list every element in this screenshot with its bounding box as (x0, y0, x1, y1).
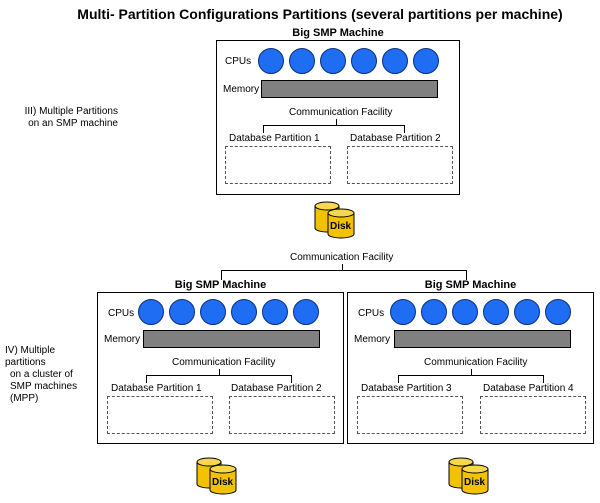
top-memory-label: Memory (223, 84, 260, 95)
section3-label: III) Multiple Partitions on an SMP machi… (14, 106, 118, 130)
cpu-icon (169, 299, 195, 325)
left-partition-2-box (229, 396, 335, 434)
right-comm-bracket (398, 375, 544, 383)
top-disk-icon (314, 201, 355, 239)
top-disk-label: Disk (330, 221, 352, 232)
section4-label-line3: SMP machines (10, 381, 78, 392)
left-memory-bar (143, 330, 320, 348)
left-machine-title: Big SMP Machine (174, 279, 267, 291)
top-memory-bar (261, 80, 438, 98)
cpu-icon (382, 48, 408, 74)
right-machine-title: Big SMP Machine (424, 279, 517, 291)
right-partition-4-box (480, 396, 586, 434)
section4-label-line4: (MPP) (10, 393, 39, 404)
right-partition-3-label: Database Partition 3 (361, 383, 452, 394)
cpu-icon (200, 299, 226, 325)
left-comm-stem (219, 369, 220, 375)
cpu-icon (390, 299, 416, 325)
diagram-title: Multi- Partition Configurations Partitio… (77, 6, 563, 22)
section3-label-line2: on an SMP machine (28, 118, 118, 129)
section3-label-line1: III) Multiple Partitions (24, 106, 118, 117)
cpu-icon (421, 299, 447, 325)
cluster-comm-stem (342, 264, 343, 270)
cpu-icon (320, 48, 346, 74)
left-disk-icon (196, 457, 237, 495)
top-machine-box: CPUs Memory Communication Facility Datab… (216, 40, 460, 195)
right-disk-icon (448, 457, 489, 495)
right-memory-bar (394, 330, 571, 348)
left-machine-box: CPUs Memory Communication Facility Datab… (97, 292, 344, 444)
cpu-icon (483, 299, 509, 325)
right-comm-stem (471, 369, 472, 375)
section4-label-line2: on a cluster of (10, 369, 73, 380)
section4-label: IV) Multiple partitions on a cluster of … (5, 345, 95, 405)
left-partition-1-label: Database Partition 1 (111, 383, 202, 394)
cluster-comm-label: Communication Facility (290, 252, 394, 263)
top-machine-title: Big SMP Machine (292, 27, 384, 39)
cpu-icon (545, 299, 571, 325)
left-partition-2-label: Database Partition 2 (231, 383, 322, 394)
left-disk-label: Disk (212, 477, 234, 488)
top-partition-2-box (347, 146, 453, 184)
top-cpus-label: CPUs (225, 56, 252, 67)
left-partition-1-box (107, 396, 213, 434)
top-partition-1-label: Database Partition 1 (229, 133, 320, 144)
cpu-icon (289, 48, 315, 74)
cpu-icon (293, 299, 319, 325)
left-cpus-label: CPUs (108, 308, 135, 319)
right-comm-label: Communication Facility (424, 357, 528, 368)
right-machine-box: CPUs Memory Communication Facility Datab… (347, 292, 594, 444)
cpu-icon (231, 299, 257, 325)
top-partition-2-label: Database Partition 2 (350, 133, 441, 144)
right-partition-3-box (357, 396, 463, 434)
top-partition-1-box (225, 146, 331, 184)
cpu-icon (138, 299, 164, 325)
top-comm-stem (336, 119, 337, 125)
cpu-icon (452, 299, 478, 325)
left-memory-label: Memory (104, 334, 141, 345)
right-partition-4-label: Database Partition 4 (483, 383, 574, 394)
left-comm-bracket (146, 375, 292, 383)
cpu-icon (413, 48, 439, 74)
cpu-icon (351, 48, 377, 74)
right-cpus-label: CPUs (358, 308, 385, 319)
cpu-icon (514, 299, 540, 325)
cluster-comm-bracket (221, 270, 467, 280)
section4-label-line1: IV) Multiple partitions (5, 345, 56, 368)
right-disk-label: Disk (464, 477, 486, 488)
right-memory-label: Memory (354, 334, 391, 345)
cpu-icon (258, 48, 284, 74)
top-comm-bracket (263, 125, 405, 133)
left-comm-label: Communication Facility (172, 357, 276, 368)
cpu-icon (262, 299, 288, 325)
top-comm-label: Communication Facility (289, 107, 393, 118)
